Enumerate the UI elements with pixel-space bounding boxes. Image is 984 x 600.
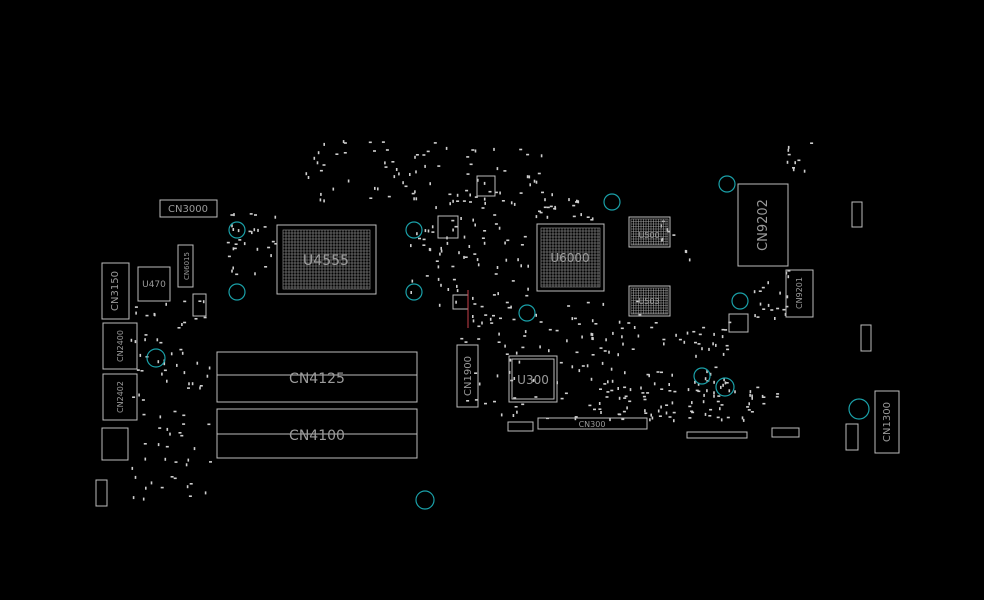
connector-cn9202[interactable]: CN9202 [737,183,789,267]
label-u300: U300 [517,373,549,387]
label-cn3000: CN3000 [168,204,208,215]
label-cn4100: CN4100 [289,428,345,444]
component-outline [686,431,748,439]
mounting-hole [405,221,423,239]
mounting-hole [518,304,536,322]
connector-cn9201[interactable]: CN9201 [785,269,814,318]
chip-u4555[interactable]: U4555 [276,224,377,295]
connector-cn4125[interactable]: CN4125 [216,351,418,403]
label-cn300: CN300 [579,420,606,429]
component-outline [728,313,749,333]
component-outline [452,294,469,310]
label-cn1300: CN1300 [882,402,893,442]
chip-u6000[interactable]: U6000 [536,223,605,292]
connector-cn2400[interactable]: CN2400 [102,322,138,370]
label-cn2400: CN2400 [116,330,125,362]
connector-cn2402[interactable]: CN2402 [102,373,138,421]
mounting-hole [731,292,749,310]
connector-cn3000[interactable]: CN3000 [159,199,218,218]
mounting-hole [693,367,711,385]
component-outline [101,427,129,461]
connector-cn300[interactable]: CN300 [537,417,648,430]
connector-cn4100[interactable]: CN4100 [216,408,418,459]
component-outline [476,175,496,197]
mounting-hole [715,377,735,397]
mounting-hole [228,283,246,301]
connector-cn1900[interactable]: CN1900 [456,344,479,408]
mounting-hole [718,175,736,193]
label-cn4125: CN4125 [289,371,345,387]
chip-u503[interactable]: U503 [628,285,671,317]
label-cn9202: CN9202 [756,199,771,251]
component-outline [95,479,108,507]
chip-u300[interactable]: U300 [508,355,558,403]
label-u503: U503 [638,297,659,306]
label-cn1900: CN1900 [463,356,474,396]
mounting-hole [146,348,166,368]
small-pads [130,140,814,501]
connector-cn3150[interactable]: CN3150 [101,262,130,320]
component-outline [771,427,800,438]
chip-u470[interactable]: U470 [137,266,171,302]
mounting-hole [415,490,435,510]
mounting-hole [848,398,870,420]
connector-cn6015[interactable]: CN6015 [177,244,194,288]
connector-cn1300[interactable]: CN1300 [874,390,900,454]
mounting-hole [228,221,246,239]
component-outline [507,421,534,432]
component-outline [851,201,863,228]
component-outline [192,293,207,317]
chip-u500[interactable]: U500 [628,216,671,248]
component-outline [845,423,859,451]
mounting-hole [603,193,621,211]
mounting-holes [146,175,870,510]
label-cn3150: CN3150 [110,271,121,311]
label-cn9201: CN9201 [795,277,804,309]
label-cn6015: CN6015 [183,252,191,280]
mounting-hole [405,283,423,301]
label-cn2402: CN2402 [116,381,125,413]
component-outline [860,324,872,352]
label-u500: U500 [638,231,659,240]
component-outline [437,215,459,239]
label-u470: U470 [142,280,166,290]
